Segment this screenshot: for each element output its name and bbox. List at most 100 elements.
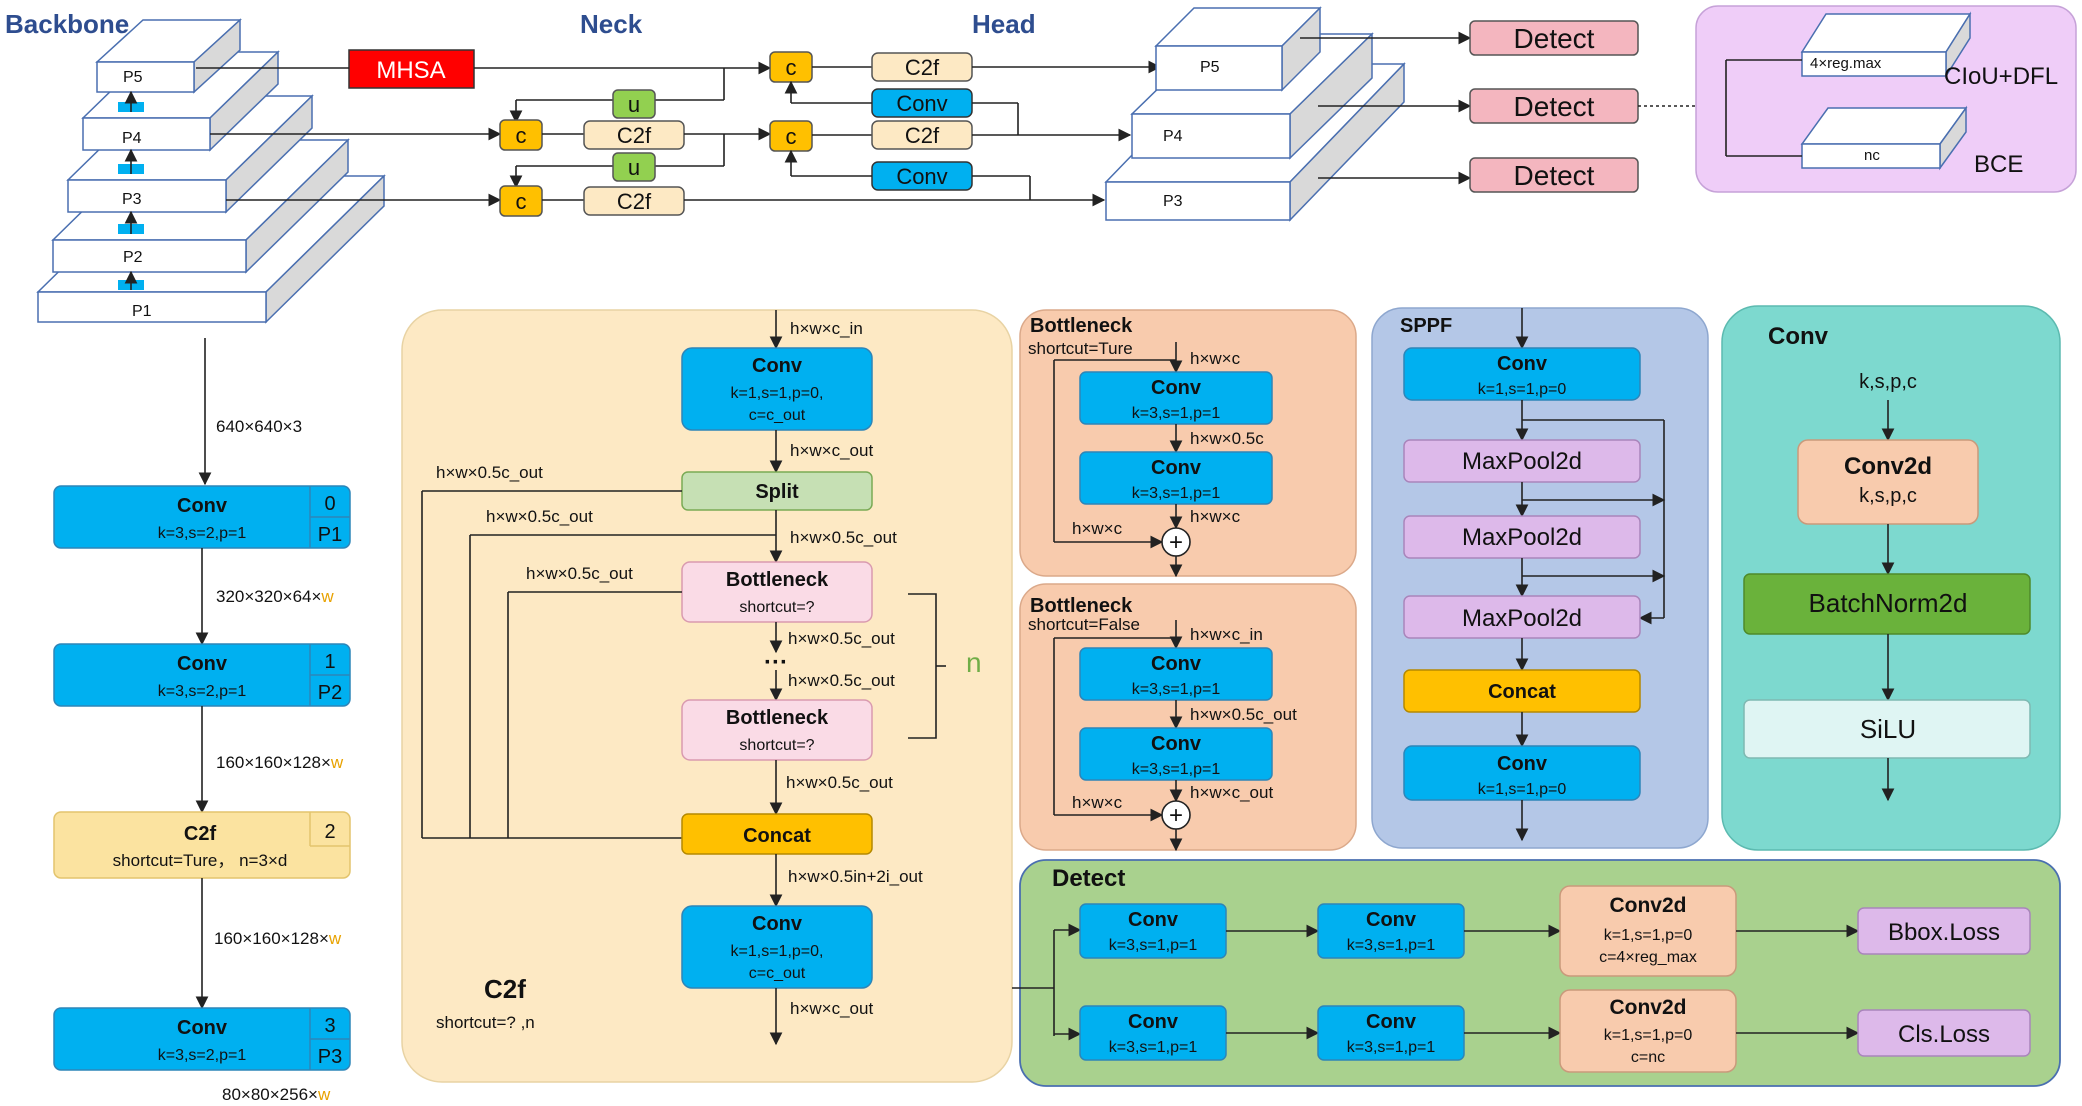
detect-label: Detect: [1514, 160, 1595, 191]
detect-block-p5: [1469, 20, 1639, 56]
head-label-p3: P3: [1163, 193, 1183, 210]
backbone-pyramid: P1 P2 P3 P4 P5: [36, 18, 386, 324]
conv-downsample-label: Conv: [896, 91, 947, 116]
c2f-node: [583, 186, 685, 216]
c2f-label: C2f: [617, 189, 652, 214]
upsample-u-node: [612, 152, 656, 182]
concat-c-label: c: [516, 189, 527, 214]
c2f-bottleneck-2: [681, 699, 873, 761]
pyramid-layer-p5: P5: [95, 18, 242, 94]
detect-panel: Detect Conv k=3,s=1,p=1 Conv k=3,s=1,p=1…: [1012, 859, 2061, 1087]
bottleneck-false-conv-params: k=3,s=1,p=1: [1132, 681, 1221, 698]
backbone-block-name: Conv: [177, 653, 228, 675]
head-layer-p5: P5: [1154, 6, 1322, 92]
backbone-header: Backbone: [5, 9, 129, 39]
backbone-block-level: P2: [318, 682, 342, 704]
concat-c-node: [499, 185, 543, 217]
backbone-block-name: C2f: [184, 823, 217, 845]
bottleneck-true-dim: h×w×c: [1190, 507, 1241, 526]
bottleneck-true-panel: Bottleneck shortcut=Ture h×w×c h×w×c Con…: [1019, 309, 1357, 578]
backbone-block-0: Conv k=3,s=2,p=1 0 P1: [53, 485, 351, 549]
neck-section: MHSA c C2f u c C2f u c: [196, 49, 1162, 217]
bottleneck-true-dim: h×w×c: [1072, 519, 1123, 538]
backbone-block-index: 1: [324, 651, 335, 673]
loss-bce-label: BCE: [1974, 151, 2023, 178]
concat-c-label: c: [516, 123, 527, 148]
sppf-conv-label: Conv: [1497, 353, 1548, 375]
c2f-conv-in-channels: c=c_out: [749, 407, 806, 424]
detect-conv-label: Conv: [1128, 909, 1179, 931]
c2f-label: C2f: [905, 55, 940, 80]
bottleneck-false-shortcut: shortcut=False: [1028, 615, 1140, 634]
detect-panel-title: Detect: [1052, 865, 1125, 892]
c2f-dots: ···: [764, 649, 788, 676]
c2f-dim-half: h×w×0.5c_out: [788, 671, 895, 690]
bottleneck-true-dim: h×w×0.5c: [1190, 429, 1264, 448]
bottleneck-false-dim: h×w×c: [1072, 793, 1123, 812]
loss-ciou-dfl-label: CIoU+DFL: [1944, 63, 2058, 90]
sppf-conv-label: Conv: [1497, 753, 1548, 775]
backbone-block-index: 0: [324, 493, 335, 515]
c2f-dim-half: h×w×0.5c_out: [436, 463, 543, 482]
c2f-bottleneck-label: Bottleneck: [726, 707, 829, 729]
concat-c-label: c: [786, 55, 797, 80]
c2f-conv-in-block: [681, 347, 873, 431]
conv-panel-params: k,s,p,c: [1859, 371, 1917, 393]
loss-box-nc-label: nc: [1864, 147, 1880, 164]
backbone-block-level: P3: [318, 1046, 342, 1068]
c2f-dim-half: h×w×0.5c_out: [486, 507, 593, 526]
mhsa-block: [348, 49, 475, 89]
batchnorm2d-block: [1743, 573, 2031, 635]
detect-conv2d-channels: c=nc: [1631, 1049, 1665, 1066]
add-icon-label: +: [1169, 529, 1183, 556]
c2f-conv-out-params: k=1,s=1,p=0,: [731, 943, 824, 960]
pyramid-label-p2: P2: [123, 249, 143, 266]
pyramid-label-p1: P1: [132, 303, 152, 320]
bottleneck-true-dim: h×w×c: [1190, 349, 1241, 368]
detect-outputs: Detect Detect Detect: [1469, 20, 1726, 193]
c2f-bottleneck-label: Bottleneck: [726, 569, 829, 591]
detect-conv2d-cls: [1559, 989, 1737, 1073]
bottleneck-false-dim: h×w×c_out: [1190, 783, 1273, 802]
backbone-block-params: k=3,s=2,p=1: [158, 525, 247, 542]
concat-c-node: [499, 119, 543, 151]
c2f-repeat-n: n: [966, 647, 982, 678]
cls-loss-block: [1857, 1009, 2031, 1057]
c2f-dim-half: h×w×0.5c_out: [526, 564, 633, 583]
detect-conv-params: k=3,s=1,p=1: [1347, 937, 1436, 954]
bottleneck-true-conv-params: k=3,s=1,p=1: [1132, 405, 1221, 422]
sppf-conv-params: k=1,s=1,p=0: [1478, 381, 1567, 398]
bottleneck-false-conv-label: Conv: [1151, 733, 1202, 755]
detect-conv2d-channels: c=4×reg_max: [1599, 949, 1697, 966]
sppf-concat-label: Concat: [1488, 681, 1556, 703]
upsample-u-label: u: [628, 155, 640, 180]
backbone-block-name: Conv: [177, 495, 228, 517]
sppf-panel: SPPF Conv k=1,s=1,p=0 MaxPool2d MaxPool2…: [1371, 307, 1709, 849]
head-pyramid: P3 P4 P5: [1104, 6, 1472, 222]
conv2d-params: k,s,p,c: [1859, 485, 1917, 507]
concat-c-label: c: [786, 124, 797, 149]
silu-label: SiLU: [1860, 714, 1916, 744]
bottleneck-true-conv-label: Conv: [1151, 377, 1202, 399]
upsample-u-node: [612, 89, 656, 119]
c2f-concat-block: [681, 813, 873, 855]
c2f-bottleneck-sub: shortcut=?: [739, 599, 814, 616]
dim-input: 640×640×3: [216, 417, 302, 436]
backbone-block-1: Conv k=3,s=2,p=1 1 P2: [53, 643, 351, 707]
upsample-u-label: u: [628, 92, 640, 117]
sppf-conv-params: k=1,s=1,p=0: [1478, 781, 1567, 798]
backbone-block-2: C2f shortcut=Ture， n=3×d 2: [53, 811, 351, 879]
c2f-node: [583, 120, 685, 150]
bottleneck-true-shortcut: shortcut=Ture: [1028, 339, 1133, 358]
detect-conv-params: k=3,s=1,p=1: [1347, 1039, 1436, 1056]
conv-panel: Conv k,s,p,c Conv2d k,s,p,c BatchNorm2d …: [1721, 305, 2061, 851]
backbone-block-name: Conv: [177, 1017, 228, 1039]
sppf-maxpool-label: MaxPool2d: [1462, 524, 1582, 551]
bottleneck-true-title: Bottleneck: [1030, 315, 1133, 337]
add-icon-label: +: [1169, 802, 1183, 829]
c2f-dim-concat: h×w×0.5in+2i_out: [788, 867, 923, 886]
backbone-block-params: k=3,s=2,p=1: [158, 683, 247, 700]
c2f-title: C2f: [484, 974, 526, 1004]
c2f-dim-out1: h×w×c_out: [790, 441, 873, 460]
backbone-block-3: Conv k=3,s=2,p=1 3 P3: [53, 1007, 351, 1071]
